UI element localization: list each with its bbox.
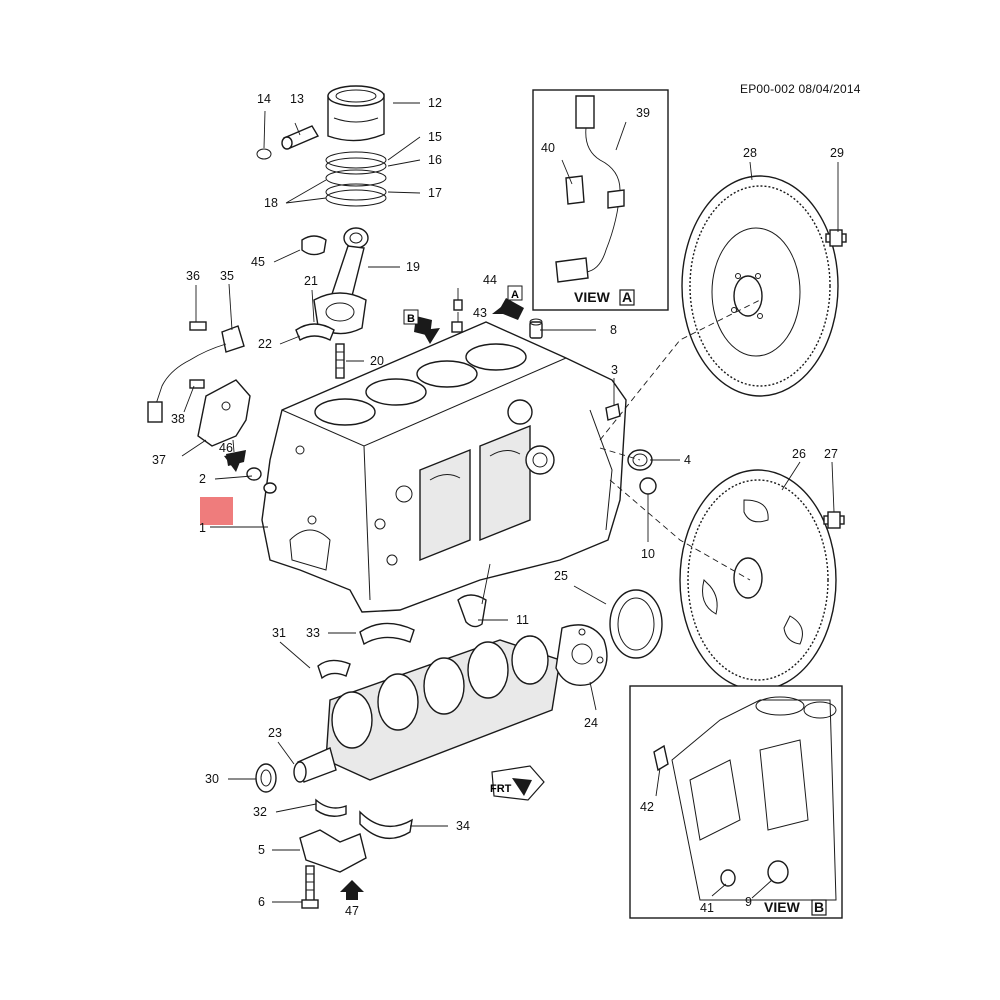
- arrow-a-letter: A: [511, 289, 519, 301]
- callout-32: 32: [253, 805, 267, 819]
- arrow-47: [340, 880, 364, 900]
- oil-jet-bolt: [451, 299, 463, 333]
- arrow-b-letter: B: [407, 313, 415, 325]
- callout-29: 29: [830, 146, 844, 160]
- callout-13: 13: [290, 92, 304, 106]
- callout-numbers: 1 2 3 4 5 6 8 9 10 11 12 13 14 15 16 17 …: [152, 92, 844, 918]
- arrow-view-b: B: [403, 309, 440, 344]
- callout-14: 14: [257, 92, 271, 106]
- main-cap-bolt: [301, 865, 319, 909]
- callout-18: 18: [264, 196, 278, 210]
- callout-33: 33: [306, 626, 320, 640]
- rod-bushing: [301, 235, 327, 256]
- callout-22: 22: [258, 337, 272, 351]
- callout-5: 5: [258, 843, 265, 857]
- piston: [327, 85, 385, 142]
- flywheel-bolt-manual: [825, 229, 847, 247]
- callout-2: 2: [199, 472, 206, 486]
- callout-1: 1: [199, 521, 206, 535]
- connecting-rod: [313, 227, 369, 335]
- thrust-bearing-upper: [317, 659, 351, 680]
- pin-retainer-clip: [256, 148, 272, 160]
- leader-lines: [181, 102, 839, 903]
- callout-34: 34: [456, 819, 470, 833]
- view-a-letter: A: [622, 289, 632, 305]
- callout-35: 35: [220, 269, 234, 283]
- piston-rings: [325, 151, 387, 207]
- dowel-pin: [639, 477, 657, 495]
- callout-38: 38: [171, 412, 185, 426]
- rear-main-seal: [609, 589, 663, 659]
- projection-lines: [599, 299, 761, 581]
- callout-44: 44: [483, 273, 497, 287]
- main-bearing-lower: [315, 798, 347, 817]
- block-dowel-top: [529, 318, 543, 339]
- callout-10: 10: [641, 547, 655, 561]
- highlight-mark: [200, 497, 233, 525]
- callout-16: 16: [428, 153, 442, 167]
- callout-20: 20: [370, 354, 384, 368]
- callout-17: 17: [428, 186, 442, 200]
- block-plug-side: [246, 467, 277, 494]
- view-b-label: VIEW: [764, 899, 801, 915]
- callout-11: 11: [516, 613, 529, 627]
- callout-6: 6: [258, 895, 265, 909]
- view-a-panel: VIEW A: [532, 89, 669, 311]
- oil-jet: [457, 594, 487, 628]
- knock-sensor: [147, 321, 245, 423]
- thrust-bearing-lower: [359, 810, 413, 840]
- callout-46: 46: [219, 441, 233, 455]
- cylinder-block: [261, 321, 627, 613]
- crank-sprocket: [555, 624, 608, 686]
- flexplate-auto: [679, 469, 837, 691]
- rod-bearing-upper: [295, 323, 335, 342]
- piston-pin: [281, 125, 320, 150]
- front-arrow: FRT: [490, 765, 545, 801]
- view-b-panel: VIEW B: [629, 685, 843, 919]
- callout-26: 26: [792, 447, 806, 461]
- callout-37: 37: [152, 453, 166, 467]
- callout-21: 21: [304, 274, 318, 288]
- sensor-bracket: [189, 379, 251, 447]
- callout-12: 12: [428, 96, 442, 110]
- callout-27: 27: [824, 447, 838, 461]
- callout-31: 31: [272, 626, 286, 640]
- callout-8: 8: [610, 323, 617, 337]
- arrow-46: [224, 450, 246, 472]
- callout-3: 3: [611, 363, 618, 377]
- callout-15: 15: [428, 130, 442, 144]
- front-label: FRT: [490, 783, 512, 795]
- view-b-letter: B: [814, 899, 824, 915]
- callout-28: 28: [743, 146, 757, 160]
- arrow-view-a: A: [492, 285, 524, 320]
- crankshaft: [293, 635, 561, 783]
- main-bearing-cap: [299, 829, 367, 873]
- callout-42: 42: [640, 800, 654, 814]
- callout-24: 24: [584, 716, 598, 730]
- callout-25: 25: [554, 569, 568, 583]
- callout-36: 36: [186, 269, 200, 283]
- main-bearing-upper: [359, 622, 415, 646]
- front-seal: [255, 763, 277, 793]
- callout-47: 47: [345, 904, 359, 918]
- callout-19: 19: [406, 260, 420, 274]
- callout-43: 43: [473, 306, 487, 320]
- callout-39: 39: [636, 106, 650, 120]
- flywheel-manual: [681, 175, 839, 397]
- diagram-id: EP00-002 08/04/2014: [740, 82, 861, 96]
- callout-30: 30: [205, 772, 219, 786]
- rod-bolt: [335, 343, 345, 379]
- callout-41: 41: [700, 901, 714, 915]
- callout-40: 40: [541, 141, 555, 155]
- callout-23: 23: [268, 726, 282, 740]
- view-a-label: VIEW: [574, 289, 611, 305]
- flexplate-bolt: [823, 511, 845, 529]
- callout-45: 45: [251, 255, 265, 269]
- callout-9: 9: [745, 895, 752, 909]
- callout-4: 4: [684, 453, 691, 467]
